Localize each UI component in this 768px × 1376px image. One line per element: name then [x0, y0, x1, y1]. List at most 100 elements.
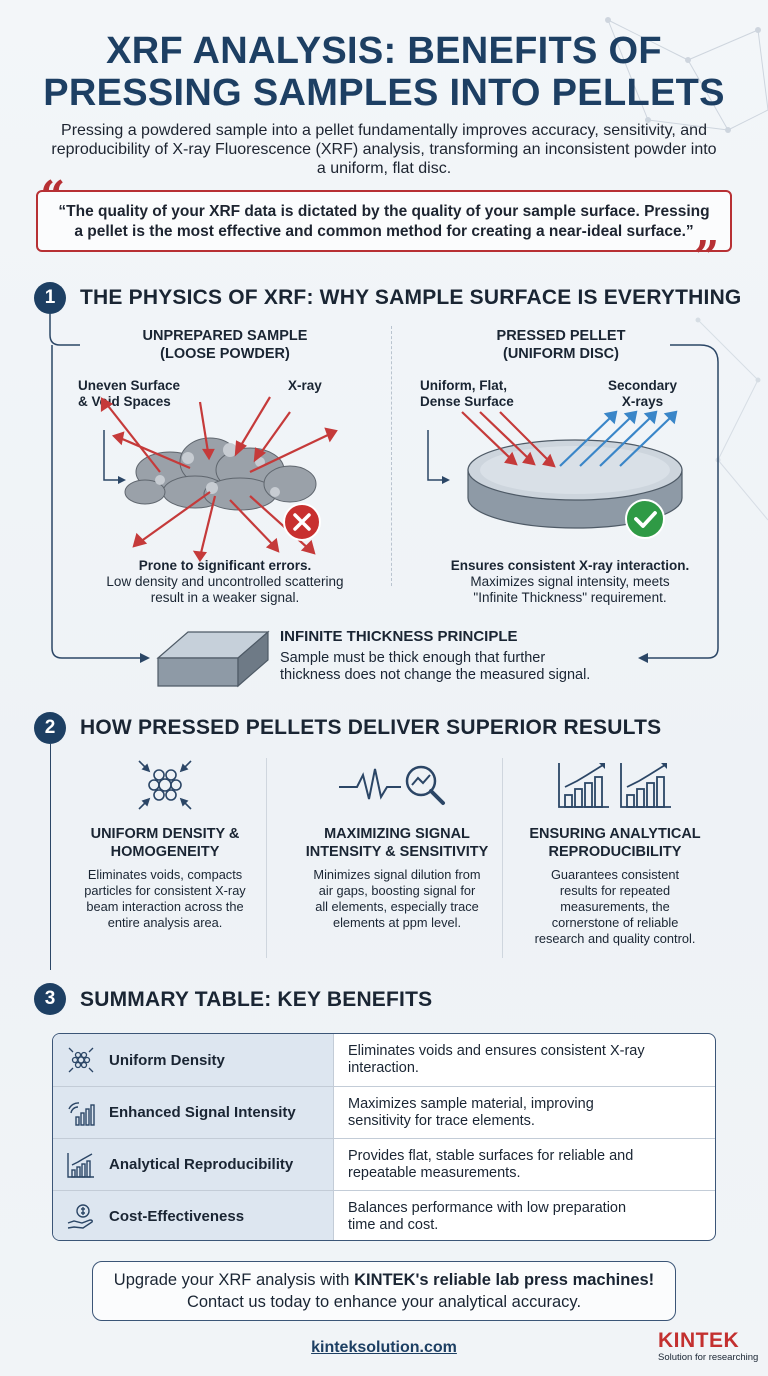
page-title-line: PRESSING SAMPLES INTO PELLETS	[43, 72, 725, 114]
error-x-icon	[283, 503, 321, 541]
table-text-line: time and cost.	[348, 1216, 439, 1233]
quote-box: “The quality of your XRF data is dictate…	[36, 190, 732, 252]
column-divider	[502, 758, 503, 958]
benefit-column-signal: MAXIMIZING SIGNAL INTENSITY & SENSITIVIT…	[282, 755, 512, 960]
label-line: Uniform, Flat,	[420, 378, 507, 393]
section-number-badge: 2	[34, 712, 66, 744]
caption-pressed: Ensures consistent X-ray interaction. Ma…	[405, 558, 735, 606]
cta-box[interactable]: Upgrade your XRF analysis with KINTEK's …	[92, 1261, 676, 1321]
section-title: THE PHYSICS OF XRF: WHY SAMPLE SURFACE I…	[80, 286, 742, 309]
label-xray: X-ray	[288, 378, 322, 393]
thick-block-illustration	[156, 630, 270, 688]
cta-line: Contact us today to enhance your analyti…	[186, 1293, 582, 1311]
growth-charts-icon	[498, 755, 732, 815]
infinite-line: thickness does not change the measured s…	[280, 667, 591, 683]
table-text-line: sensitivity for trace elements.	[348, 1112, 535, 1129]
panel-title-line: (UNIFORM DISC)	[503, 346, 619, 362]
table-cell-label: Analytical Reproducibility	[53, 1139, 334, 1190]
table-cell-label: Uniform Density	[53, 1034, 334, 1086]
page-title: XRF ANALYSIS: BENEFITS OF PRESSING SAMPL…	[0, 30, 768, 114]
panel-title-unprepared: UNPREPARED SAMPLE (LOOSE POWDER)	[100, 327, 350, 363]
section2-connector-line	[50, 744, 51, 970]
subtitle-line: reproducibility of X-ray Fluorescence (X…	[51, 141, 717, 158]
table-text-line: Provides flat, stable surfaces for relia…	[348, 1147, 634, 1164]
brand-logo: KINTEK Solution for researching	[658, 1329, 759, 1364]
benefit-text-line: Guarantees consistent	[550, 867, 680, 882]
brand-name: KINTEK	[658, 1329, 740, 1352]
table-text-line: repeatable measurements.	[348, 1164, 521, 1181]
benefit-text-line: beam interaction across the	[86, 899, 244, 914]
panel-title-line: (LOOSE POWDER)	[160, 346, 290, 362]
table-row: Analytical Reproducibility Provides flat…	[53, 1138, 715, 1190]
benefit-text-line: all elements, especially trace	[315, 899, 479, 914]
section-number-badge: 1	[34, 282, 66, 314]
benefit-title: MAXIMIZING SIGNAL INTENSITY & SENSITIVIT…	[282, 825, 512, 861]
brand-tagline: Solution for researching	[658, 1352, 759, 1363]
benefit-title: ENSURING ANALYTICAL REPRODUCIBILITY	[498, 825, 732, 861]
label-line: X-rays	[621, 394, 664, 409]
page-title-line: XRF ANALYSIS: BENEFITS OF	[106, 30, 662, 72]
cta-line: Upgrade your XRF analysis with KINTEK's …	[93, 1269, 675, 1291]
benefit-column-reproducibility: ENSURING ANALYTICAL REPRODUCIBILITY Guar…	[498, 755, 732, 960]
benefit-title-line: INTENSITY & SENSITIVITY	[305, 844, 489, 860]
label-line: Secondary	[608, 378, 678, 393]
benefit-title-line: HOMOGENEITY	[110, 844, 220, 860]
section-title: HOW PRESSED PELLETS DELIVER SUPERIOR RES…	[80, 716, 662, 739]
panel-divider	[391, 326, 392, 586]
table-cell-label: Enhanced Signal Intensity	[53, 1087, 334, 1138]
money-hand-icon	[53, 1203, 109, 1231]
success-check-icon	[625, 499, 665, 539]
section1-connector-lines	[49, 314, 719, 663]
benefit-text-line: Eliminates voids, compacts	[87, 867, 243, 882]
label-line: Uneven Surface	[78, 378, 181, 393]
table-row: Cost-Effectiveness Balances performance …	[53, 1190, 715, 1240]
table-cell-label: Cost-Effectiveness	[53, 1191, 334, 1240]
caption-line: Low density and uncontrolled scattering	[106, 574, 344, 589]
quote-text: “The quality of your XRF data is dictate…	[52, 202, 716, 242]
loose-powder-illustration	[100, 396, 338, 562]
label-line: Dense Surface	[420, 394, 514, 409]
network-decoration-icon	[605, 17, 768, 133]
quote-line: a pellet is the most effective and commo…	[74, 223, 694, 240]
benefit-column-density: UNIFORM DENSITY & HOMOGENEITY Eliminates…	[50, 755, 280, 960]
page-subtitle: Pressing a powdered sample into a pellet…	[40, 121, 728, 178]
infinite-line: Sample must be thick enough that further	[280, 650, 546, 666]
label-secondary-xrays: Secondary X-rays	[608, 378, 677, 410]
quote-line: “The quality of your XRF data is dictate…	[58, 203, 710, 220]
open-quote-icon: “	[40, 172, 66, 223]
benefit-title-line: ENSURING ANALYTICAL	[529, 826, 701, 842]
benefit-title-line: REPRODUCIBILITY	[548, 844, 682, 860]
table-cell-text: Eliminates voids and ensures consistent …	[334, 1034, 715, 1086]
table-text-line: Maximizes sample material, improving	[348, 1095, 594, 1112]
table-label: Analytical Reproducibility	[109, 1156, 294, 1173]
table-text-line: interaction.	[348, 1060, 419, 1076]
caption-bold: Prone to significant errors.	[138, 558, 312, 573]
caption-line: result in a weaker signal.	[150, 590, 300, 605]
subtitle-line: Pressing a powdered sample into a pellet…	[61, 122, 707, 139]
close-quote-icon: ”	[694, 232, 720, 283]
table-label: Enhanced Signal Intensity	[109, 1104, 296, 1121]
panel-title-line: PRESSED PELLET	[496, 328, 626, 344]
website-link[interactable]: kinteksolution.com	[311, 1339, 457, 1356]
benefit-text-line: measurements, the	[560, 899, 670, 914]
table-label: Uniform Density	[109, 1051, 225, 1069]
benefit-text: Minimizes signal dilution from air gaps,…	[282, 867, 512, 931]
table-label: Cost-Effectiveness	[109, 1208, 245, 1225]
benefit-title-line: UNIFORM DENSITY &	[90, 826, 240, 842]
subtitle-line: a uniform, flat disc.	[316, 160, 452, 177]
caption-line: "Infinite Thickness" requirement.	[473, 590, 667, 605]
benefit-text: Eliminates voids, compacts particles for…	[50, 867, 280, 931]
table-text-line: Eliminates voids and ensures consistent …	[348, 1043, 645, 1059]
table-cell-text: Provides flat, stable surfaces for relia…	[334, 1139, 715, 1190]
column-divider	[266, 758, 267, 958]
table-text-line: Balances performance with low preparatio…	[348, 1199, 627, 1216]
section-number-badge: 3	[34, 983, 66, 1015]
benefit-text-line: Minimizes signal dilution from	[313, 867, 481, 882]
benefit-text-line: entire analysis area.	[107, 915, 223, 930]
table-cell-text: Balances performance with low preparatio…	[334, 1191, 715, 1240]
table-row: Uniform Density Eliminates voids and ens…	[53, 1034, 715, 1086]
particles-compress-icon	[50, 755, 280, 815]
caption-line: Ensures consistent X-ray interaction.	[405, 558, 735, 574]
